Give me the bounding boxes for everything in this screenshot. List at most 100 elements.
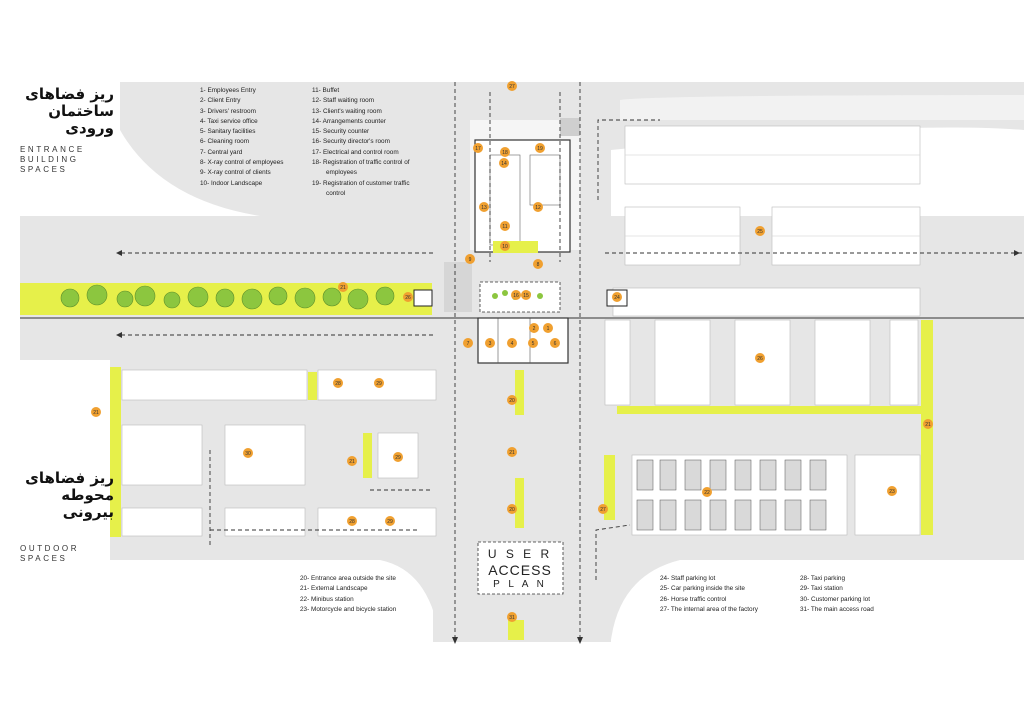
legend-item: 14- Arrangements counter: [312, 117, 386, 125]
legend-item: employees: [326, 169, 357, 177]
legend-item: 8- X-ray control of employees: [200, 159, 284, 167]
space-number-marker: 11: [500, 221, 510, 231]
marker-number: 2: [533, 326, 536, 332]
space-number-marker: 21: [507, 447, 517, 457]
legend-item: 19- Registration of customer traffic: [312, 179, 410, 187]
marker-number: 5: [532, 341, 535, 347]
marker-number: 1: [547, 326, 550, 332]
space-number-marker: 1: [543, 323, 553, 333]
marker-number: 3: [489, 341, 492, 347]
legend-item: 2- Client Entry: [200, 97, 241, 105]
space-number-marker: 7: [463, 338, 473, 348]
building-spaces-title-en: ENTRANCE BUILDING SPACES: [20, 145, 85, 174]
marker-number: 12: [535, 205, 541, 211]
space-number-marker: 28: [347, 516, 357, 526]
space-number-marker: 30: [243, 448, 253, 458]
legend-item: 27- The internal area of the factory: [660, 605, 758, 613]
legend-item: 9- X-ray control of clients: [200, 169, 271, 177]
legend-item: 6- Cleaning room: [200, 138, 250, 146]
customer-parking-lot: [110, 367, 437, 537]
space-number-marker: 3: [485, 338, 495, 348]
car-parking-inside-site: [604, 319, 921, 414]
legend-item: 11- Buffet: [312, 87, 340, 94]
space-number-marker: 15: [521, 290, 531, 300]
plan-caption-user: U S E R: [487, 547, 553, 561]
marker-number: 8: [537, 262, 540, 268]
marker-number: 29: [376, 381, 382, 387]
legend-item: 26- Horse traffic control: [660, 595, 727, 603]
user-access-frame: [477, 541, 564, 595]
legend-item: 17- Electrical and control room: [312, 148, 399, 156]
space-number-marker: 31: [507, 612, 517, 622]
space-number-marker: 24: [612, 292, 622, 302]
legend-item: 5- Sanitary facilities: [200, 128, 256, 136]
space-number-marker: 21: [347, 456, 357, 466]
legend-item: 1- Employees Entry: [200, 87, 256, 94]
space-number-marker: 9: [465, 254, 475, 264]
legend-item: 3- Drivers' restroom: [200, 107, 256, 115]
marker-number: 20: [509, 507, 515, 513]
marker-number: 31: [509, 615, 515, 621]
legend-item: 30- Customer parking lot: [800, 595, 870, 603]
building-spaces-title-fa: ریز فضاهای ساختمان ورودی: [25, 85, 114, 137]
legend-item: 10- Indoor Landscape: [200, 179, 263, 187]
marker-number: 16: [513, 293, 519, 299]
space-number-marker: 18: [500, 147, 510, 157]
space-number-marker: 19: [535, 143, 545, 153]
legend-item: 7- Central yard: [200, 148, 243, 156]
legend-item: 20- Entrance area outside the site: [300, 575, 396, 582]
legend-item: 21- External Landscape: [300, 585, 368, 593]
marker-number: 26: [405, 295, 411, 301]
marker-number: 23: [889, 489, 895, 495]
taxi-parking: [604, 320, 933, 536]
space-number-marker: 5: [528, 338, 538, 348]
space-number-marker: 20: [507, 504, 517, 514]
outdoor-spaces-title-en: OUTDOOR SPACES: [20, 544, 80, 563]
external-landscape-strip: [20, 283, 433, 315]
space-number-marker: 16: [511, 290, 521, 300]
space-number-marker: 23: [887, 486, 897, 496]
marker-number: 26: [757, 356, 763, 362]
legend-item: 24- Staff parking lot: [660, 575, 716, 582]
space-number-marker: 8: [533, 259, 543, 269]
staff-parking-lot: [606, 125, 921, 317]
space-number-marker: 29: [374, 378, 384, 388]
space-number-marker: 21: [91, 407, 101, 417]
marker-number: 17: [475, 146, 481, 152]
space-number-marker: 13: [479, 202, 489, 212]
legend-item: 13- Client's waiting room: [312, 107, 382, 115]
marker-number: 4: [511, 341, 514, 347]
space-number-marker: 17: [473, 143, 483, 153]
legend-outdoor-col1: 20- Entrance area outside the site 21- Ex…: [300, 574, 396, 615]
space-number-marker: 26: [755, 353, 765, 363]
marker-number: 21: [93, 410, 99, 416]
legend-item: 23- Motorcycle and bicycle station: [300, 605, 397, 613]
marker-number: 21: [509, 450, 515, 456]
marker-number: 29: [387, 519, 393, 525]
space-number-marker: 21: [338, 282, 348, 292]
legend-item: 22- Minibus station: [300, 595, 354, 603]
marker-number: 28: [335, 381, 341, 387]
marker-number: 18: [502, 150, 508, 156]
marker-number: 15: [523, 293, 529, 299]
legend-item: 31- The main access road: [800, 605, 874, 613]
space-number-marker: 26: [403, 292, 413, 302]
space-number-marker: 12: [533, 202, 543, 212]
tree-row: [60, 284, 395, 310]
legend-item: 25- Car parking inside the site: [660, 585, 745, 593]
outdoor-spaces-title-fa: ریز فضاهای محوطه بیرونی: [25, 469, 114, 521]
marker-number: 14: [501, 161, 507, 167]
marker-number: 21: [340, 285, 346, 291]
space-number-marker: 27: [598, 504, 608, 514]
marker-number: 21: [925, 422, 931, 428]
marker-number: 13: [481, 205, 487, 211]
marker-number: 29: [395, 455, 401, 461]
space-number-marker: 21: [923, 419, 933, 429]
marker-number: 27: [509, 84, 515, 90]
space-number-marker: 28: [333, 378, 343, 388]
central-landscape-islands: [508, 370, 524, 640]
